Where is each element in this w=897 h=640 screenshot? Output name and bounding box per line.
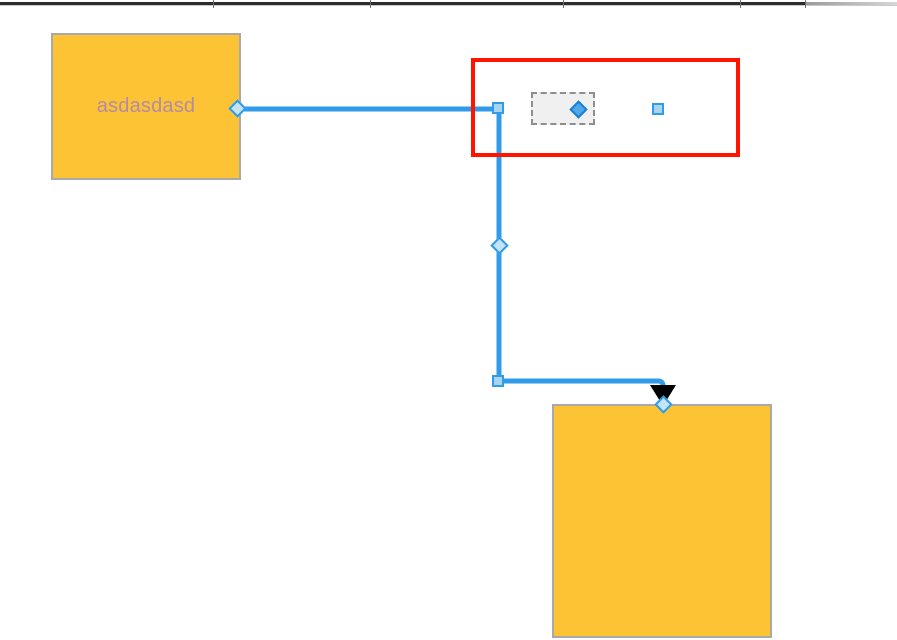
- ruler-track: [0, 2, 806, 5]
- ruler-tick: [805, 0, 806, 8]
- connector-bend-handle[interactable]: [492, 375, 504, 387]
- horizontal-ruler: [0, 0, 897, 9]
- ruler-track-inactive: [806, 2, 897, 5]
- shape-node-left-label: asdasdasd: [96, 95, 196, 117]
- ruler-tick: [563, 0, 564, 8]
- ruler-tick: [213, 0, 214, 8]
- ruler-tick: [370, 0, 371, 8]
- free-anchor-handle[interactable]: [652, 103, 664, 115]
- shape-node-bottom[interactable]: [552, 404, 772, 638]
- selection-rectangle[interactable]: [471, 58, 740, 157]
- connector-waypoint-handle[interactable]: [492, 102, 504, 114]
- shape-node-left[interactable]: asdasdasd: [51, 33, 241, 180]
- ruler-tick: [740, 0, 741, 8]
- ruler-hairline: [0, 5, 897, 6]
- connector-midpoint-handle[interactable]: [490, 236, 509, 255]
